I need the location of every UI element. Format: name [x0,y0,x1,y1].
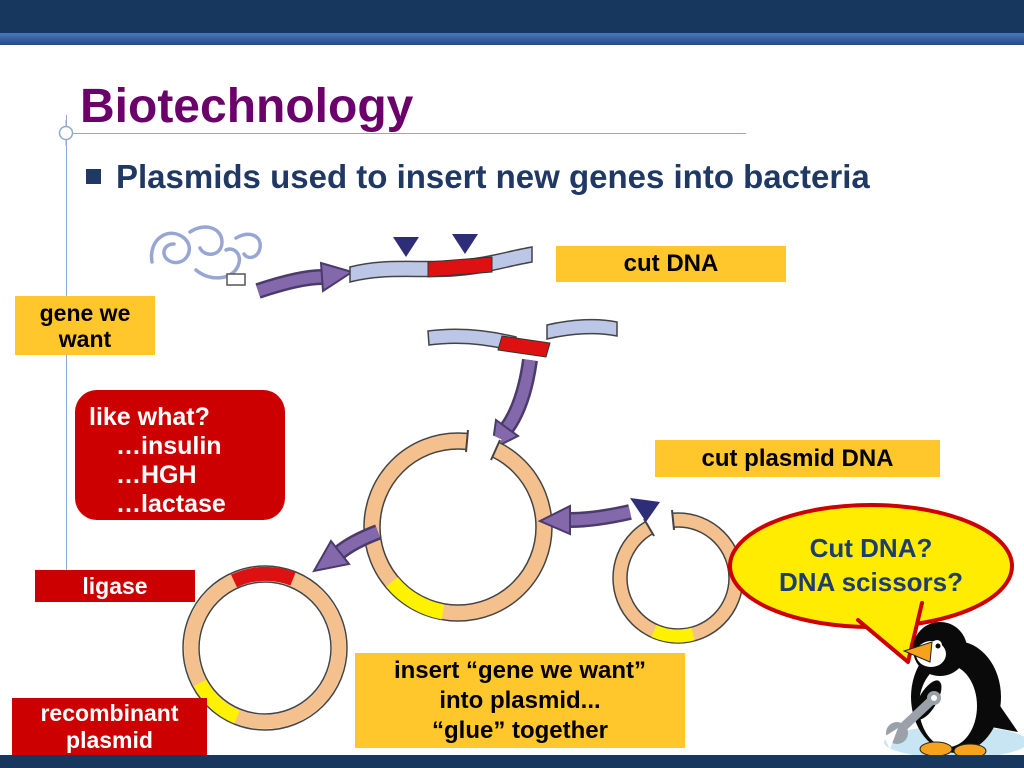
like-what-callout: like what? …insulin …HGH …lactase [75,390,285,520]
arrow-center-to-recombinant [312,524,381,573]
plasmid-recombinant [182,565,348,731]
slide-title: Biotechnology [80,80,414,133]
ligase-label: ligase [35,570,195,602]
arrow-strand-to-plasmid [490,358,538,451]
top-accent-stripe [0,33,1024,45]
insert-gene-label: insert “gene we want” into plasmid... “g… [355,653,685,748]
bullet-icon [86,169,101,184]
penguin-mascot [884,622,1024,759]
bullet-row: Plasmids used to insert new genes into b… [86,158,870,196]
like-what-title: like what? [89,403,210,431]
dna-tangle [149,225,262,286]
dna-strand-uncut [349,246,533,283]
speech-bubble-text: Cut DNA? DNA scissors? [779,533,963,597]
bullet-text: Plasmids used to insert new genes into b… [116,158,870,195]
like-what-item: …insulin [116,432,222,460]
title-underline [66,133,746,134]
cut-dna-label: cut DNA [556,246,786,282]
like-what-item: …HGH [116,461,197,489]
restriction-site-markers [393,234,478,257]
arrow-cutplasmid-to-center [537,504,632,536]
dna-strand-cut [427,318,618,358]
bottom-banner [0,755,1024,768]
recombinant-plasmid-label: recombinant plasmid [12,698,207,756]
plasmid-cut [612,509,744,644]
top-banner [0,0,1024,33]
wrench-icon [884,691,941,749]
cut-site-triangle [630,498,660,522]
crosshair-ornament [58,120,74,146]
arrow-tangle-to-strand [255,261,355,299]
like-what-item: …lactase [116,490,226,518]
gene-we-want-label: gene we want [15,296,155,355]
speech-bubble [728,503,1014,664]
plasmid-center [363,429,553,622]
cut-plasmid-dna-label: cut plasmid DNA [655,440,940,477]
